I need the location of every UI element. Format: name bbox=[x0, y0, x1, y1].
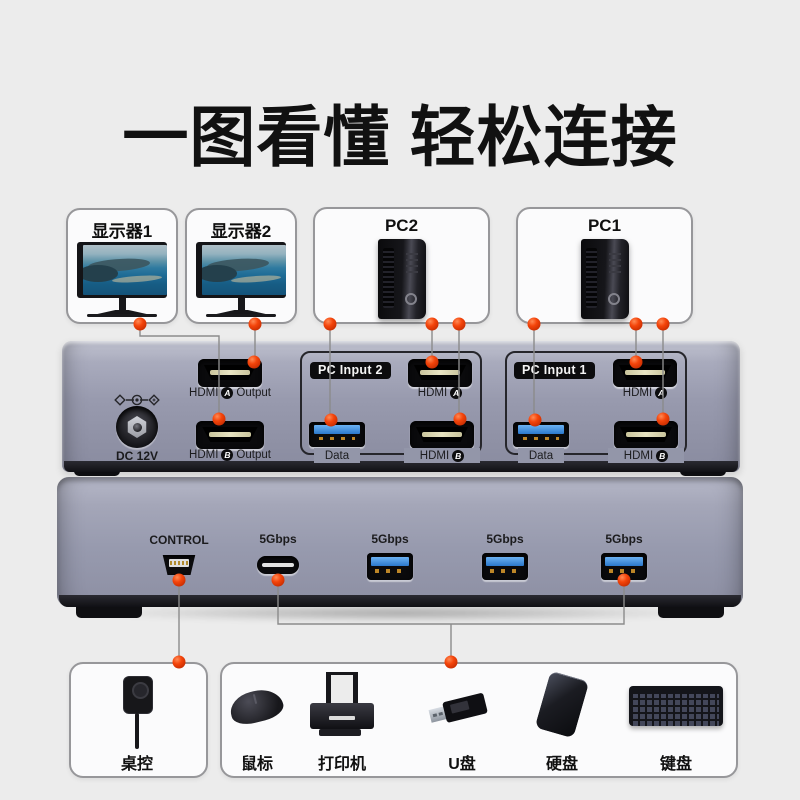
mouse-icon bbox=[227, 685, 286, 728]
usb-c-speed-label: 5Gbps bbox=[259, 532, 297, 546]
pc1-data-usb-port bbox=[513, 422, 569, 447]
item-label: 键盘 bbox=[659, 756, 692, 773]
pc2-data-usb-port bbox=[309, 422, 365, 447]
printer-icon bbox=[309, 672, 375, 738]
item-label: U盘 bbox=[448, 756, 476, 773]
hdmi-output-a-port bbox=[198, 359, 262, 387]
desk-controller-box: 桌控 bbox=[69, 662, 208, 778]
pc-input-2-group bbox=[300, 351, 482, 455]
usb-a-speed-label: 5Gbps bbox=[486, 532, 524, 546]
usb-a-speed-label: 5Gbps bbox=[371, 532, 409, 546]
dc-power-jack bbox=[116, 406, 158, 448]
item-label: 鼠标 bbox=[240, 756, 273, 773]
pc2-hdmi-b-port bbox=[410, 421, 474, 449]
usb-a-port-3 bbox=[601, 553, 647, 580]
item-label: 桌控 bbox=[120, 756, 153, 773]
monitor-icon bbox=[193, 242, 289, 320]
device-box-pc1: PC1 bbox=[516, 207, 693, 324]
pc1-data-label: Data bbox=[518, 448, 564, 463]
control-mini-usb-port bbox=[162, 555, 196, 575]
usb-a-speed-label: 5Gbps bbox=[605, 532, 643, 546]
usb-c-port bbox=[257, 556, 299, 574]
pc-tower-icon bbox=[580, 239, 629, 319]
device-label: PC2 bbox=[384, 216, 419, 235]
usb-a-port-1 bbox=[367, 553, 413, 580]
page-title: 一图看懂 轻松连接 bbox=[122, 100, 678, 174]
pc1-hdmi-b-port bbox=[614, 421, 678, 449]
pc2-hdmi-a-port bbox=[408, 359, 472, 387]
hdmi-b-badge: B bbox=[656, 449, 669, 462]
item-label: 打印机 bbox=[317, 756, 366, 773]
usb-drive-icon bbox=[423, 678, 502, 738]
hdmi-b-badge: B bbox=[452, 449, 465, 462]
pc1-hdmi-a-port bbox=[613, 359, 677, 387]
device-box-monitor1: 显示器1 bbox=[66, 208, 178, 324]
device-label: 显示器2 bbox=[210, 222, 272, 241]
keyboard-icon bbox=[629, 682, 723, 732]
usb-a-port-2 bbox=[482, 553, 528, 580]
hard-disk-icon bbox=[534, 670, 590, 739]
device-box-monitor2: 显示器2 bbox=[185, 208, 297, 324]
dc-label: DC 12V bbox=[115, 449, 159, 463]
hdmi-output-b-port bbox=[196, 421, 264, 449]
hdmi-a-badge: A bbox=[655, 387, 668, 399]
control-label: CONTROL bbox=[149, 533, 209, 547]
dc-polarity-icon bbox=[114, 394, 160, 406]
peripherals-box: 鼠标 打印机 U盘 硬盘 键盘 bbox=[220, 662, 738, 778]
pc2-data-label: Data bbox=[314, 448, 360, 463]
pc-input-2-chip: PC Input 2 bbox=[310, 362, 391, 379]
monitor-icon bbox=[74, 242, 170, 320]
device-label: 显示器1 bbox=[91, 222, 153, 241]
hdmi-b-badge: B bbox=[221, 449, 234, 461]
hdmi-a-badge: A bbox=[450, 387, 463, 399]
hdmi-a-badge: A bbox=[221, 387, 234, 399]
pc-tower-icon bbox=[377, 239, 426, 319]
device-label: PC1 bbox=[587, 216, 622, 235]
pc-input-1-group bbox=[505, 351, 687, 455]
pc-input-1-chip: PC Input 1 bbox=[514, 362, 595, 379]
desk-controller-icon bbox=[122, 676, 153, 750]
item-label: 硬盘 bbox=[545, 756, 578, 773]
device-box-pc2: PC2 bbox=[313, 207, 490, 324]
